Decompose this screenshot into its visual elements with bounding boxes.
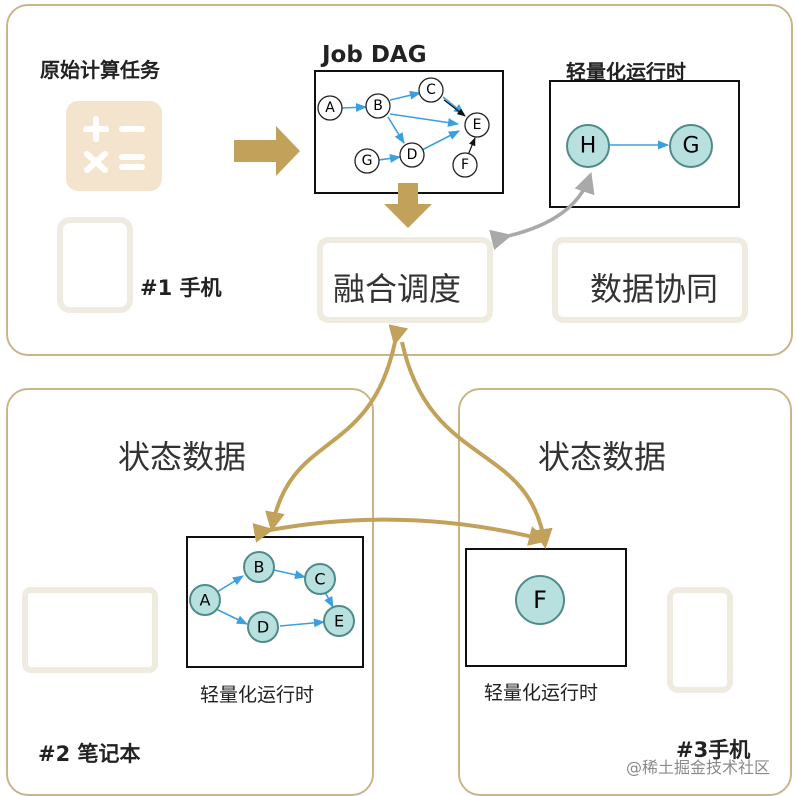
svg-text:E: E: [334, 612, 344, 631]
task-title: 原始计算任务: [40, 58, 160, 82]
phone3-state-label: 状态数据: [538, 438, 667, 476]
dag-black-edges: [443, 99, 476, 156]
laptop-edges: [215, 569, 334, 628]
watermark: @稀土掘金技术社区: [626, 758, 771, 777]
dag-node-b: B: [365, 93, 391, 119]
svg-text:D: D: [257, 618, 269, 637]
laptop-node-b: B: [243, 551, 275, 583]
state-arrow-right: [400, 341, 553, 549]
dag-node-f: F: [452, 152, 478, 178]
gold-right-arrow: [234, 126, 300, 176]
laptop-node-e: E: [323, 605, 355, 637]
sync-arrow: [489, 172, 595, 251]
laptop-node-a: A: [189, 584, 221, 616]
svg-text:C: C: [426, 82, 436, 98]
laptop-state-label: 状态数据: [118, 438, 247, 476]
phone3-faint-icon: [667, 587, 733, 693]
svg-text:E: E: [473, 117, 482, 133]
dag-node-e: E: [464, 112, 490, 138]
fusion-scheduling-label: 融合调度: [333, 270, 462, 308]
calculator-icon: [66, 101, 162, 191]
phone3-runtime-label: 轻量化运行时: [484, 682, 599, 704]
state-arrow-bridge: [252, 517, 549, 546]
svg-text:B: B: [373, 98, 383, 114]
gold-down-arrow: [384, 183, 432, 228]
svg-text:C: C: [314, 570, 325, 589]
phone3-device-label: #3手机: [676, 738, 751, 762]
phone-faint-icon: [57, 217, 133, 313]
dag-node-d: D: [399, 142, 425, 168]
svg-text:B: B: [254, 558, 265, 577]
svg-text:F: F: [461, 157, 469, 173]
dag-node-a: A: [317, 95, 343, 121]
state-arrow-left: [265, 324, 409, 532]
runtime-node-g: G: [669, 124, 713, 168]
dag-node-c: C: [418, 77, 444, 103]
svg-text:G: G: [362, 153, 373, 169]
phone1-device-label: #1 手机: [140, 276, 222, 300]
runtime-node-h: H: [566, 124, 610, 168]
fusion-faint-icon: [317, 237, 493, 323]
laptop-faint-icon: [22, 587, 158, 673]
svg-text:F: F: [533, 586, 547, 614]
dag-title: Job DAG: [322, 42, 427, 68]
phone3-node-f: F: [515, 575, 565, 625]
svg-text:H: H: [580, 134, 597, 159]
svg-text:A: A: [325, 100, 335, 116]
laptop-node-c: C: [304, 563, 336, 595]
data-sync-label: 数据协同: [590, 270, 719, 308]
dag-node-g: G: [354, 148, 380, 174]
laptop-node-d: D: [247, 611, 279, 643]
svg-text:D: D: [407, 147, 418, 163]
svg-text:A: A: [200, 591, 211, 610]
laptop-runtime-label: 轻量化运行时: [200, 684, 315, 706]
sync-faint-icon: [552, 237, 748, 323]
laptop-device-label: #2 笔记本: [38, 742, 141, 766]
svg-text:G: G: [682, 134, 699, 159]
